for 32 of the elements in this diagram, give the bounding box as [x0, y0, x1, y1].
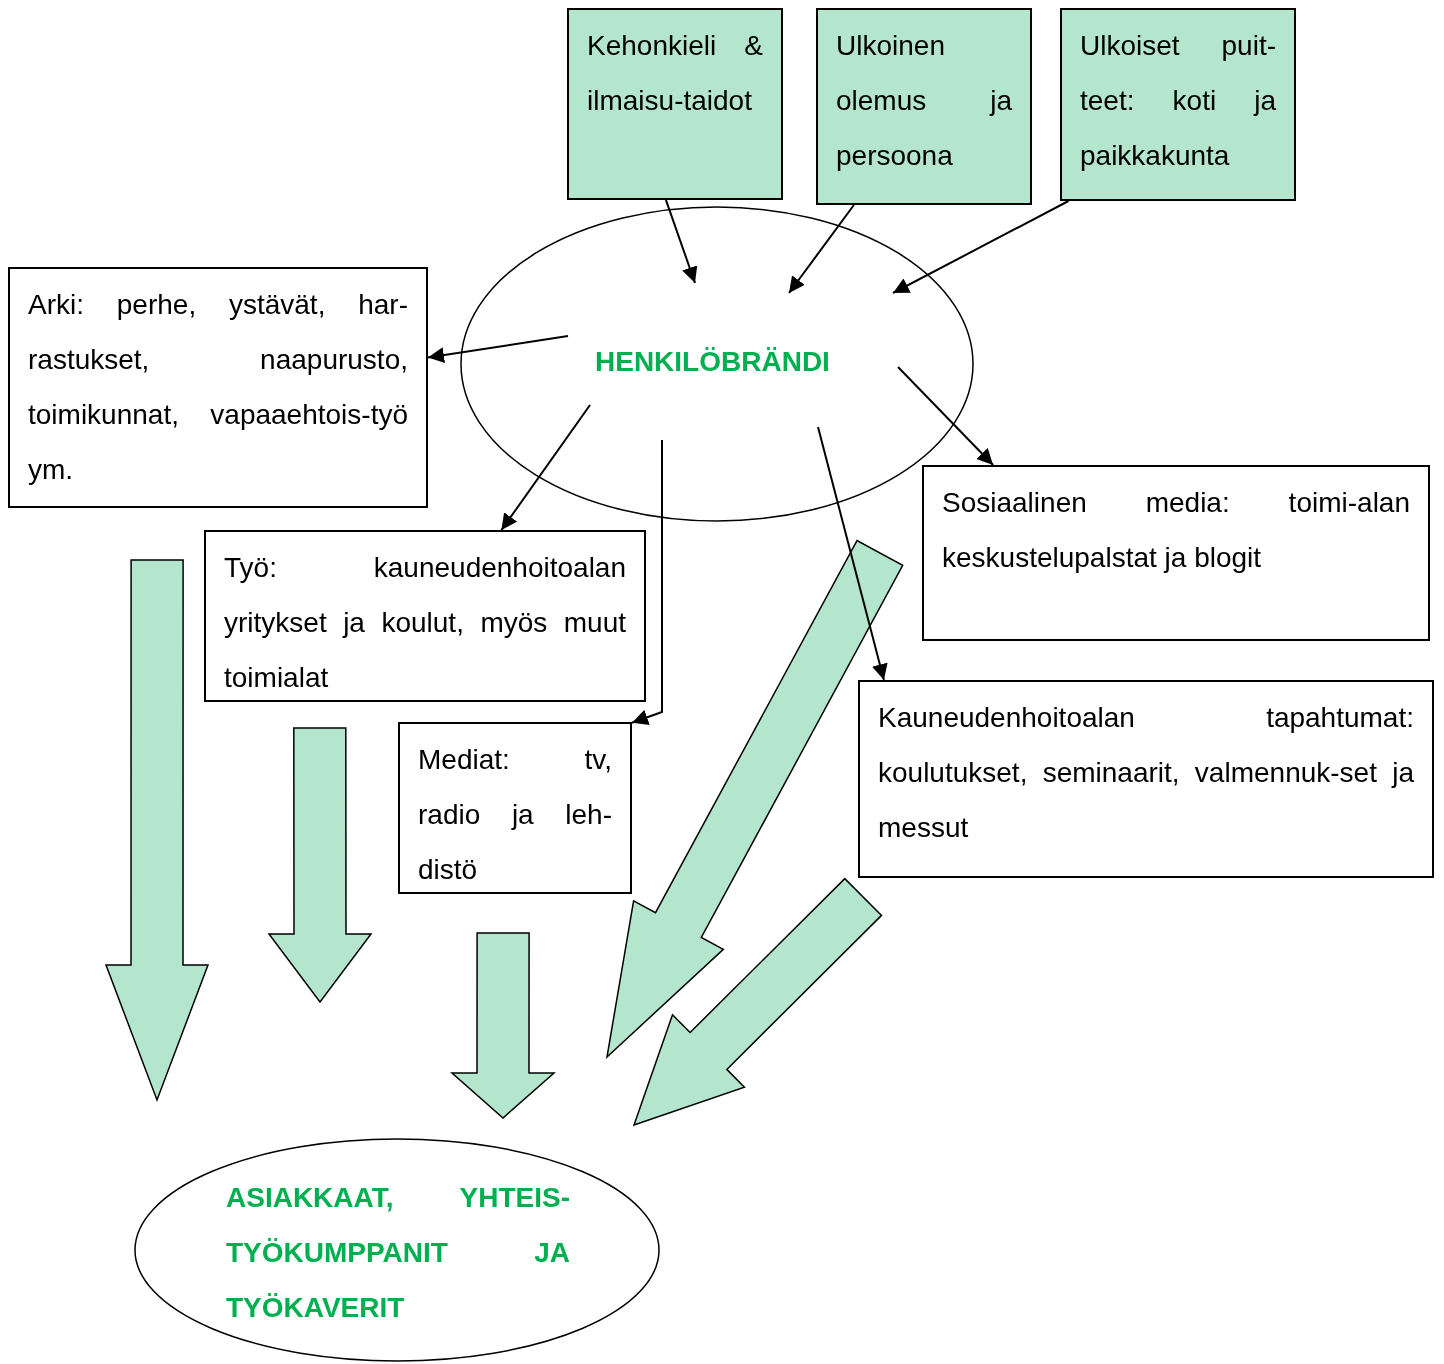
oval-shape: [134, 1138, 660, 1362]
node-text: Kauneudenhoitoalan tapahtumat: koulutukset, seminaarit, valmennuk-set ja messut: [878, 701, 1414, 845]
node-text: Ulkoiset puit-teet: koti ja paikkakunta: [1080, 29, 1276, 173]
arrow: [892, 200, 1070, 294]
text-box: [922, 465, 1430, 641]
text-box: [567, 8, 783, 200]
node-text: Työ: kauneudenhoitoalan yritykset ja koulut, myös muut toimialat: [224, 551, 626, 695]
block-arrow: [450, 932, 556, 1119]
block-arrow: [605, 539, 904, 1060]
block-arrow: [104, 559, 210, 1103]
arrow: [664, 198, 698, 284]
block-arrow: [632, 877, 883, 1127]
arrow: [500, 404, 591, 532]
arrow: [817, 426, 888, 682]
arrow: [631, 439, 663, 725]
text-box: [816, 8, 1032, 205]
text-box: [858, 680, 1434, 878]
node-text: Arki: perhe, ystävät, har-rastukset, naapurusto, toimikunnat, vapaaehtois-työ ym.: [28, 288, 408, 487]
text-box: [204, 530, 646, 702]
text-box: [1060, 8, 1296, 201]
block-arrow: [267, 727, 373, 1004]
node-title: HENKILÖBRÄNDI: [595, 345, 831, 379]
arrow: [427, 335, 569, 363]
arrow: [897, 366, 995, 466]
node-text: Ulkoinen olemus ja persoona: [836, 29, 1012, 173]
text-box: [8, 267, 428, 508]
node-title: ASIAKKAAT, YHTEIS-TYÖKUMPPANIT JA TYÖKAVERIT: [226, 1181, 570, 1325]
node-text: Mediat: tv, radio ja leh-distö: [418, 743, 612, 887]
node-text: Sosiaalinen media: toimi-alan keskustelupalstat ja blogit: [942, 486, 1410, 575]
arrow: [788, 204, 855, 294]
text-box: [398, 722, 632, 894]
node-text: Kehonkieli & ilmaisu-taidot: [587, 29, 763, 118]
